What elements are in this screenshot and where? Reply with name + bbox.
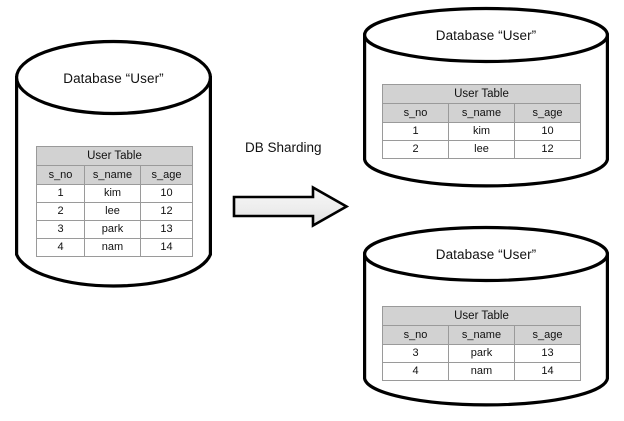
cell-s-name: kim [448, 122, 515, 141]
shard-2-database-label: Database “User” [435, 247, 537, 262]
column-header-s-name: s_name [448, 325, 515, 345]
cell-s-no: 3 [382, 344, 449, 363]
cell-s-name: nam [448, 362, 515, 381]
source-user-table: User Table s_no s_name s_age 1 kim 10 2 … [35, 146, 194, 257]
column-header-s-name: s_name [448, 103, 515, 123]
table-row: 1 kim 10 [36, 184, 194, 203]
cell-s-name: park [448, 344, 515, 363]
column-header-s-name: s_name [84, 165, 141, 185]
column-header-s-no: s_no [382, 325, 449, 345]
right-arrow-icon [232, 185, 350, 228]
table-header-row: s_no s_name s_age [382, 325, 582, 345]
column-header-s-age: s_age [513, 103, 582, 123]
shard-1-database-label: Database “User” [435, 28, 537, 43]
shard-2-user-table: User Table s_no s_name s_age 3 park 13 4… [381, 306, 582, 381]
cell-s-age: 12 [513, 140, 582, 159]
column-header-s-age: s_age [513, 325, 582, 345]
table-title: User Table [381, 84, 582, 104]
cell-s-no: 1 [36, 184, 85, 203]
shard-1-user-table: User Table s_no s_name s_age 1 kim 10 2 … [381, 84, 582, 159]
source-database-label: Database “User” [63, 71, 164, 86]
table-row: 2 lee 12 [36, 202, 194, 221]
table-row: 1 kim 10 [382, 122, 582, 141]
cell-s-age: 13 [513, 344, 582, 363]
cell-s-no: 4 [36, 238, 85, 257]
table-title-row: User Table [35, 146, 194, 166]
cell-s-age: 10 [513, 122, 582, 141]
cell-s-name: lee [448, 140, 515, 159]
cell-s-age: 14 [139, 238, 194, 257]
table-row: 3 park 13 [36, 220, 194, 239]
cell-s-age: 12 [139, 202, 194, 221]
cell-s-name: nam [84, 238, 141, 257]
table-title: User Table [381, 306, 582, 326]
db-sharding-arrow [232, 185, 350, 229]
cell-s-no: 2 [36, 202, 85, 221]
table-title-row: User Table [381, 84, 582, 104]
cell-s-age: 10 [139, 184, 194, 203]
cell-s-no: 3 [36, 220, 85, 239]
db-sharding-label: DB Sharding [245, 140, 322, 155]
table-row: 4 nam 14 [382, 362, 582, 381]
cell-s-no: 4 [382, 362, 449, 381]
table-header-row: s_no s_name s_age [36, 165, 194, 185]
column-header-s-no: s_no [382, 103, 449, 123]
table-row: 4 nam 14 [36, 238, 194, 257]
table-title-row: User Table [381, 306, 582, 326]
cell-s-age: 14 [513, 362, 582, 381]
table-header-row: s_no s_name s_age [382, 103, 582, 123]
cell-s-name: kim [84, 184, 141, 203]
cell-s-no: 2 [382, 140, 449, 159]
cell-s-name: lee [84, 202, 141, 221]
cell-s-name: park [84, 220, 141, 239]
table-title: User Table [35, 146, 194, 166]
column-header-s-age: s_age [139, 165, 194, 185]
table-row: 3 park 13 [382, 344, 582, 363]
cell-s-no: 1 [382, 122, 449, 141]
cell-s-age: 13 [139, 220, 194, 239]
column-header-s-no: s_no [36, 165, 85, 185]
table-row: 2 lee 12 [382, 140, 582, 159]
